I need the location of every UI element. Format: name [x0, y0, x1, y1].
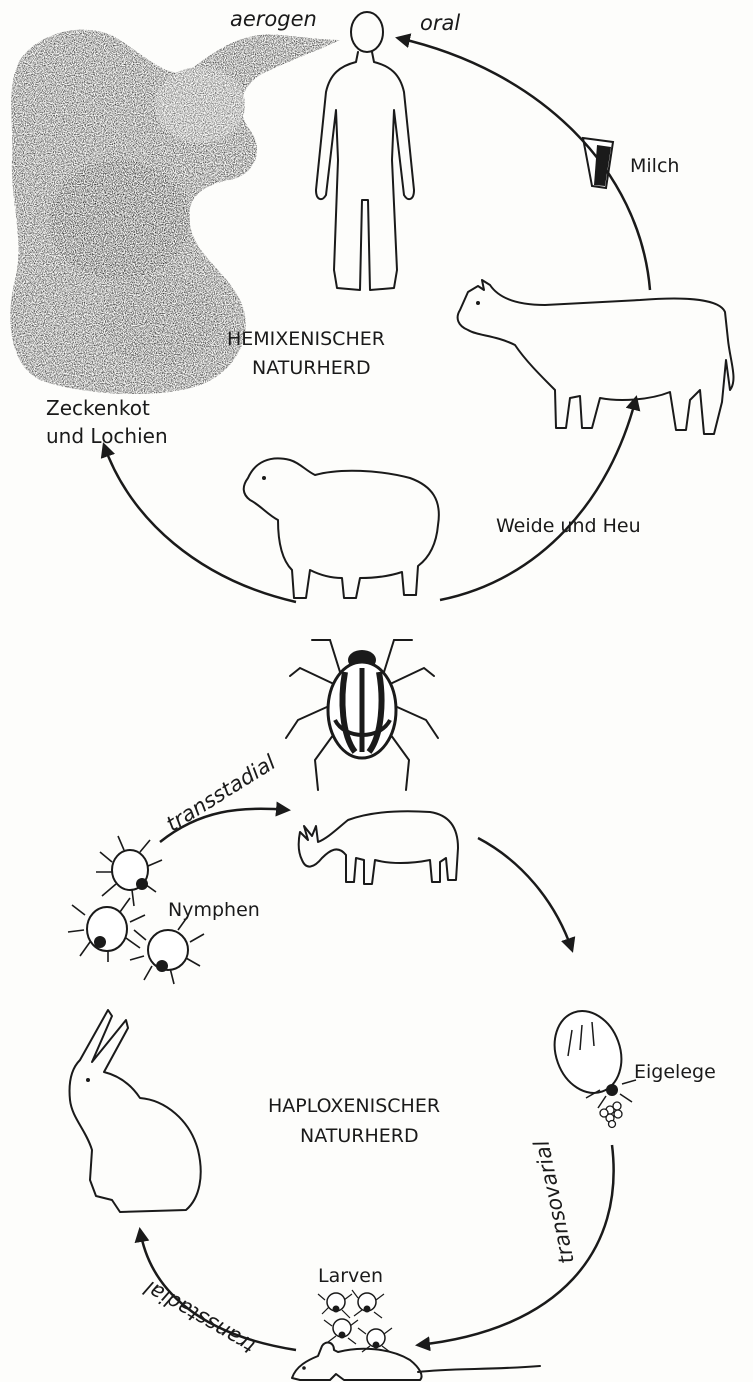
arrow-milk-to-human: [398, 38, 650, 290]
label-zeckenkot-1: Zeckenkot: [46, 396, 150, 420]
arrow-sheep-to-cow: [440, 398, 636, 600]
label-milch: Milch: [630, 155, 679, 177]
label-eigelege: Eigelege: [634, 1061, 716, 1083]
label-transstadial-top: transstadial: [162, 750, 280, 836]
egg-laying-tick-icon: [544, 1002, 636, 1128]
rabbit-icon: [69, 1010, 200, 1212]
label-larven: Larven: [318, 1265, 383, 1287]
arrow-sheep-to-dust: [104, 445, 296, 602]
deer-icon: [299, 811, 458, 884]
label-nymphen: Nymphen: [168, 899, 260, 921]
tick-icon: [286, 640, 438, 790]
label-oral: oral: [420, 11, 460, 35]
mouse-icon: [292, 1343, 540, 1380]
egg-cluster-icon: [600, 1102, 622, 1128]
sheep-icon: [244, 458, 439, 598]
label-hemixenisch-2: NATURHERD: [252, 357, 371, 379]
label-haploxenisch-1: HAPLOXENISCHER: [268, 1095, 440, 1117]
label-haploxenisch-2: NATURHERD: [300, 1125, 419, 1147]
label-zeckenkot-2: und Lochien: [46, 424, 168, 448]
label-aerogen: aerogen: [230, 7, 317, 31]
cow-icon: [458, 280, 734, 434]
arrow-eggs-to-mouse: [418, 1145, 614, 1345]
arrow-deer-to-eggs: [478, 838, 572, 950]
label-hemixenisch-1: HEMIXENISCHER: [227, 328, 385, 350]
label-weide-heu: Weide und Heu: [496, 515, 641, 537]
label-transstadial-bottom: transstadial: [140, 1276, 259, 1359]
label-transovarial: transovarial: [529, 1138, 579, 1266]
human-silhouette-icon: [316, 12, 414, 290]
